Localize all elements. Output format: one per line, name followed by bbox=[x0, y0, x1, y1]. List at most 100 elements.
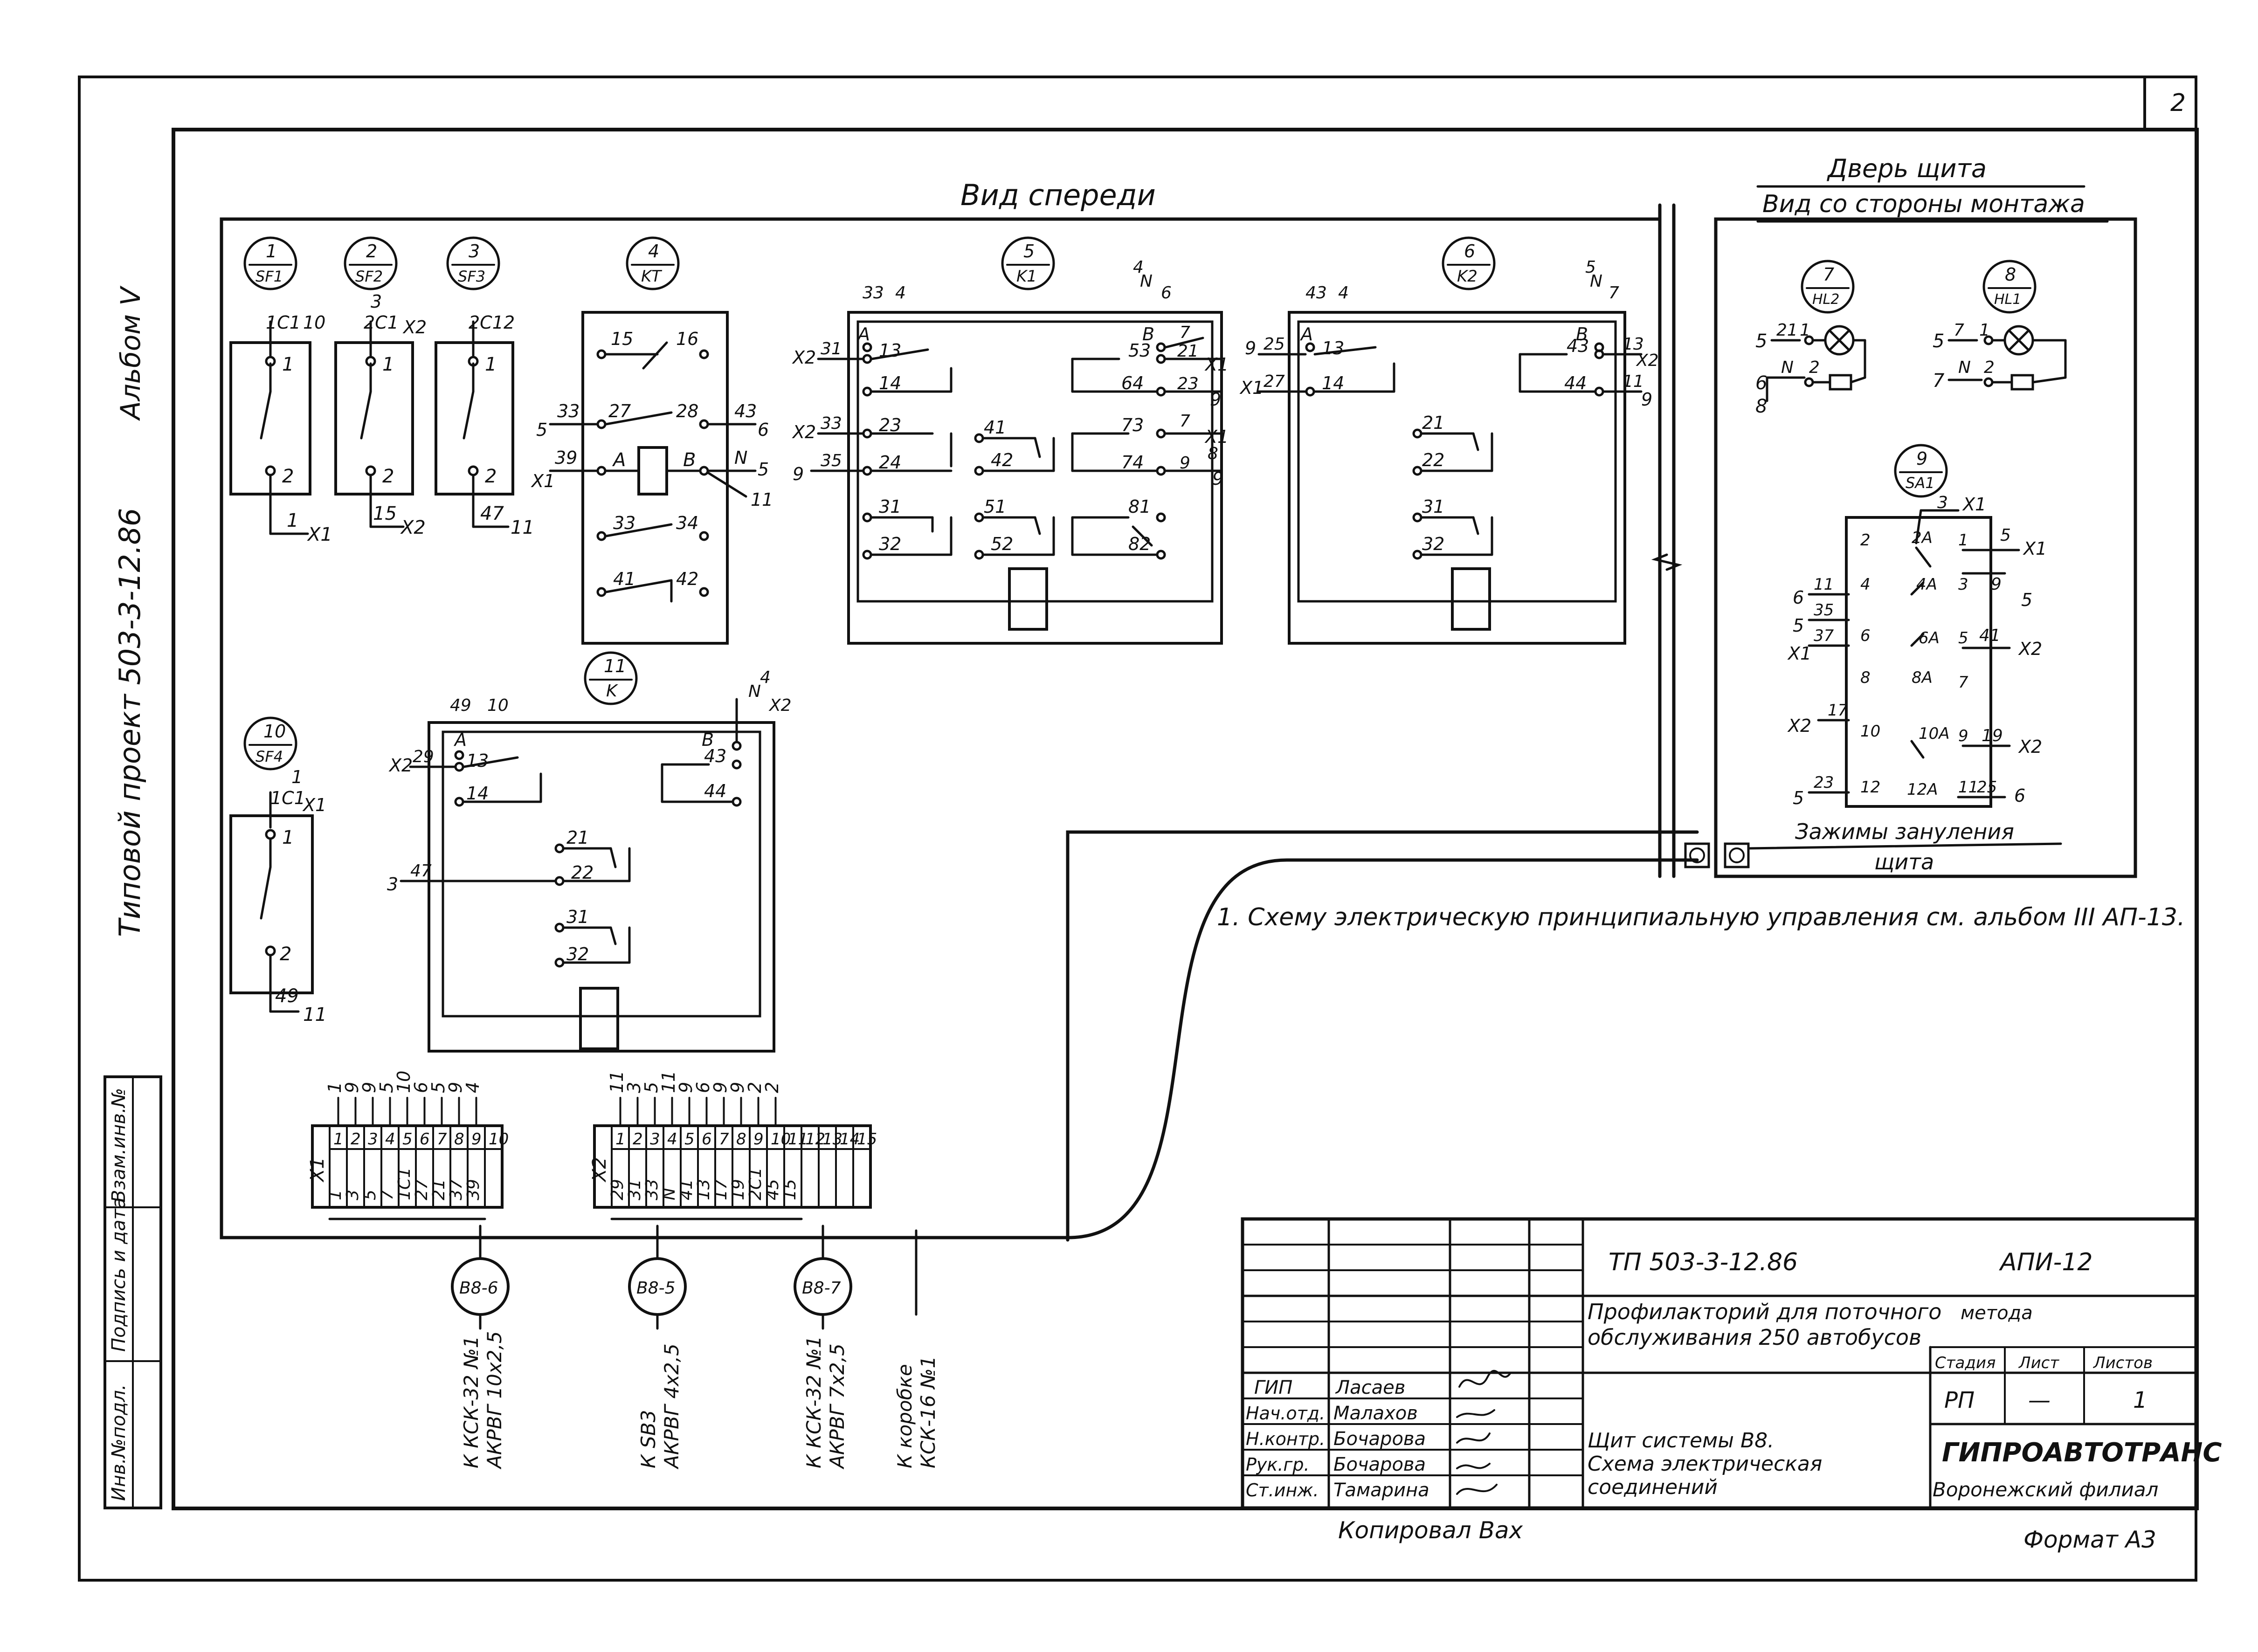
cable-b8-6: B8-6 К КСК-32 №1 АКРВГ 10х2,5 bbox=[451, 1225, 510, 1470]
doc-code: ТП 503-3-12.86 bbox=[1609, 1248, 1798, 1276]
svg-text:9: 9 bbox=[1245, 338, 1256, 358]
svg-text:11: 11 bbox=[604, 656, 626, 676]
tb-x1-wire-top: 9 bbox=[445, 1082, 466, 1093]
svg-text:HL1: HL1 bbox=[1994, 291, 2021, 308]
tb-x1-position: 8 bbox=[454, 1130, 464, 1149]
svg-text:KT: KT bbox=[641, 267, 662, 286]
tb-x1-position: 1 bbox=[333, 1130, 344, 1149]
svg-text:14: 14 bbox=[466, 783, 489, 804]
format-label: Формат А3 bbox=[2023, 1526, 2156, 1553]
svg-text:24: 24 bbox=[879, 452, 901, 473]
inner-frame bbox=[172, 128, 2199, 1510]
drawing-title-2: Схема электрическая bbox=[1588, 1452, 1822, 1476]
svg-text:B: B bbox=[1142, 324, 1154, 344]
tb-x2-wire-inner: 33 bbox=[642, 1179, 662, 1200]
tb-x2-wire-inner: 41 bbox=[677, 1179, 696, 1200]
svg-text:41: 41 bbox=[613, 569, 635, 589]
svg-text:Бочарова: Бочарова bbox=[1333, 1428, 1426, 1450]
svg-text:11: 11 bbox=[303, 1004, 327, 1026]
svg-text:Бочарова: Бочарова bbox=[1333, 1454, 1426, 1475]
svg-text:8: 8 bbox=[1755, 396, 1767, 417]
svg-text:7: 7 bbox=[1958, 673, 1968, 692]
svg-text:Нач.отд.: Нач.отд. bbox=[1246, 1403, 1325, 1424]
svg-text:1: 1 bbox=[282, 827, 294, 848]
tb-x2-position: 4 bbox=[667, 1130, 677, 1149]
tb-x2-wire-inner: 15 bbox=[780, 1179, 800, 1200]
svg-text:35: 35 bbox=[1814, 601, 1834, 620]
stamp-signature-date: Подпись и дата bbox=[108, 1198, 130, 1352]
svg-text:K: K bbox=[606, 681, 618, 701]
svg-text:К КСК-32 №1: К КСК-32 №1 bbox=[802, 1336, 825, 1468]
svg-text:X2: X2 bbox=[792, 422, 816, 442]
tb-x2-wire-top: 9 bbox=[676, 1082, 696, 1093]
svg-text:9: 9 bbox=[1180, 454, 1190, 473]
svg-text:47: 47 bbox=[410, 861, 432, 881]
svg-text:21: 21 bbox=[1776, 321, 1798, 340]
svg-text:9: 9 bbox=[1991, 575, 2002, 594]
svg-text:2: 2 bbox=[382, 466, 394, 487]
svg-text:6: 6 bbox=[1464, 241, 1475, 262]
svg-text:SF2: SF2 bbox=[355, 268, 383, 285]
svg-text:7: 7 bbox=[1823, 264, 1834, 285]
svg-text:Рук.гр.: Рук.гр. bbox=[1246, 1454, 1310, 1475]
svg-text:39: 39 bbox=[555, 447, 577, 468]
svg-text:49: 49 bbox=[275, 985, 299, 1007]
tb-x1-wire-inner: 5 bbox=[360, 1190, 380, 1200]
svg-text:15: 15 bbox=[611, 329, 633, 349]
svg-text:1: 1 bbox=[1979, 321, 1990, 340]
svg-text:2: 2 bbox=[282, 466, 294, 487]
device-sf3: 3 SF3 2C1 2 1 2 47 11 bbox=[435, 236, 534, 538]
svg-text:13: 13 bbox=[1322, 338, 1344, 358]
svg-text:32: 32 bbox=[1422, 534, 1444, 554]
svg-text:SF4: SF4 bbox=[255, 748, 283, 765]
svg-text:9: 9 bbox=[1212, 468, 1223, 489]
device-sa1: 9 SA1 3 X1 2 2A 1 5 X1 6 11 4 4A 3 9 5 5… bbox=[1787, 444, 2047, 808]
svg-text:43: 43 bbox=[1305, 283, 1327, 303]
svg-text:A: A bbox=[1299, 324, 1313, 344]
svg-text:К КСК-32 №1: К КСК-32 №1 bbox=[460, 1336, 483, 1468]
svg-text:—: — bbox=[2028, 1387, 2051, 1413]
tb-x2-wire-inner: 17 bbox=[711, 1179, 731, 1200]
svg-text:21: 21 bbox=[1422, 413, 1444, 433]
svg-text:X1: X1 bbox=[1239, 378, 1264, 398]
svg-text:43: 43 bbox=[704, 746, 726, 766]
svg-text:Стадия: Стадия bbox=[1935, 1354, 1996, 1372]
tb-x1-wire-top: 6 bbox=[411, 1082, 431, 1093]
svg-text:6: 6 bbox=[1860, 626, 1871, 645]
svg-text:34: 34 bbox=[676, 513, 698, 533]
svg-text:53: 53 bbox=[1128, 340, 1151, 361]
svg-text:1: 1 bbox=[382, 354, 394, 375]
sheet-number: 2 bbox=[2170, 89, 2186, 117]
svg-text:5: 5 bbox=[1793, 788, 1804, 808]
svg-text:A: A bbox=[856, 324, 870, 344]
svg-text:2: 2 bbox=[485, 466, 497, 487]
svg-text:Ласаев: Ласаев bbox=[1335, 1377, 1405, 1398]
svg-text:44: 44 bbox=[704, 781, 726, 801]
device-hl1: 8 HL1 5 7 1 7 N 2 bbox=[1933, 260, 2067, 392]
svg-text:5: 5 bbox=[536, 420, 547, 440]
svg-text:14: 14 bbox=[879, 373, 901, 393]
device-sf1: 1 SF1 1C1 10 1 2 1 X1 bbox=[229, 236, 332, 545]
tb-x1-wire-inner: 1C1 bbox=[395, 1167, 414, 1200]
svg-text:23: 23 bbox=[1814, 773, 1834, 792]
svg-text:АКРВГ 4х2,5: АКРВГ 4х2,5 bbox=[660, 1343, 683, 1470]
svg-text:SA1: SA1 bbox=[1906, 474, 1935, 492]
svg-text:9: 9 bbox=[1958, 727, 1968, 745]
svg-text:Лист: Лист bbox=[2018, 1354, 2059, 1372]
svg-text:5: 5 bbox=[1755, 330, 1767, 352]
tb-x2-position: 1 bbox=[615, 1130, 626, 1149]
svg-text:B8-5: B8-5 bbox=[636, 1279, 676, 1298]
svg-text:X2: X2 bbox=[2018, 639, 2042, 659]
device-kt: 4 KT 15 16 5 33 27 28 43 6 X1 39 A B N 5… bbox=[531, 236, 773, 645]
svg-text:11: 11 bbox=[1623, 372, 1644, 391]
svg-text:11: 11 bbox=[751, 489, 773, 510]
project-name-1: Профилакторий для поточного bbox=[1588, 1299, 1941, 1324]
svg-text:32: 32 bbox=[566, 944, 589, 964]
tb-x1-wire-top: 4 bbox=[463, 1082, 483, 1093]
svg-text:SF1: SF1 bbox=[255, 268, 283, 285]
svg-text:1: 1 bbox=[291, 767, 303, 787]
svg-text:КСК-16 №1: КСК-16 №1 bbox=[917, 1356, 939, 1468]
svg-text:1: 1 bbox=[1958, 531, 1968, 550]
svg-text:10: 10 bbox=[303, 312, 325, 333]
